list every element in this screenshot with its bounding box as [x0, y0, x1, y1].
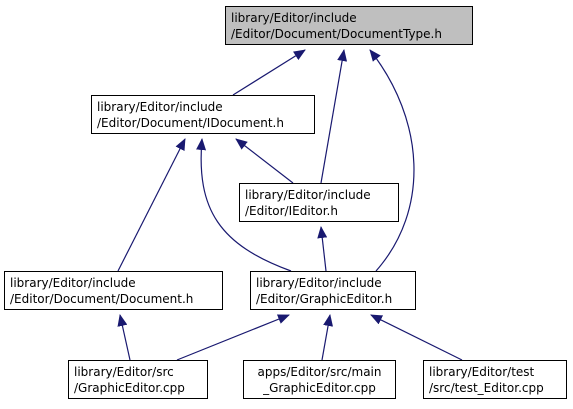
node-test-editor-cpp-line2: /src/test_Editor.cpp — [429, 380, 544, 395]
edge-graphiceditor_h-to-idocument — [196, 138, 292, 272]
edge-graphiceditor_cpp-to-graphiceditor_h — [176, 314, 290, 361]
node-documenttype-h[interactable]: library/Editor/include /Editor/Document/… — [225, 6, 473, 45]
node-test-editor-cpp-line1: library/Editor/test — [429, 364, 535, 379]
edge-main_cpp-to-graphiceditor_h — [321, 314, 333, 361]
node-test-editor-cpp[interactable]: library/Editor/test /src/test_Editor.cpp — [423, 360, 567, 399]
node-graphiceditor-cpp[interactable]: library/Editor/src /GraphicEditor.cpp — [68, 360, 208, 399]
node-graphiceditor-h[interactable]: library/Editor/include /Editor/GraphicEd… — [250, 271, 416, 310]
node-graphiceditor-h-line1: library/Editor/include — [256, 275, 382, 290]
node-idocument-h[interactable]: library/Editor/include /Editor/Document/… — [91, 95, 315, 134]
edge-graphiceditor_h-to-ieditor — [317, 226, 328, 272]
edge-test_cpp-to-graphiceditor_h — [370, 314, 463, 361]
node-document-h[interactable]: library/Editor/include /Editor/Document/… — [4, 271, 223, 310]
node-documenttype-h-line2: /Editor/Document/DocumentType.h — [231, 26, 442, 41]
node-main-graphiceditor-cpp[interactable]: apps/Editor/src/main _GraphicEditor.cpp — [243, 360, 396, 399]
edge-ieditor-to-root — [320, 49, 348, 184]
node-ieditor-h[interactable]: library/Editor/include /Editor/IEditor.h — [239, 183, 399, 222]
node-idocument-h-line1: library/Editor/include — [97, 99, 223, 114]
node-main-graphiceditor-cpp-line1: apps/Editor/src/main — [257, 364, 382, 379]
node-graphiceditor-h-line2: /Editor/GraphicEditor.h — [256, 291, 393, 306]
node-graphiceditor-cpp-line1: library/Editor/src — [74, 364, 174, 379]
edge-document-to-idocument — [117, 138, 186, 272]
edge-graphiceditor_cpp-to-document — [117, 314, 131, 361]
node-ieditor-h-line2: /Editor/IEditor.h — [245, 203, 338, 218]
node-document-h-line1: library/Editor/include — [10, 275, 136, 290]
node-graphiceditor-cpp-line2: /GraphicEditor.cpp — [74, 380, 185, 395]
edge-graphiceditor_h-to-root — [369, 49, 415, 272]
node-main-graphiceditor-cpp-line2: _GraphicEditor.cpp — [263, 380, 376, 395]
node-idocument-h-line2: /Editor/Document/IDocument.h — [97, 115, 284, 130]
node-document-h-line2: /Editor/Document/Document.h — [10, 291, 194, 306]
edge-idocument-to-root — [232, 49, 306, 96]
edge-ieditor-to-idocument — [235, 138, 294, 184]
node-documenttype-h-line1: library/Editor/include — [231, 10, 357, 25]
node-ieditor-h-line1: library/Editor/include — [245, 187, 371, 202]
